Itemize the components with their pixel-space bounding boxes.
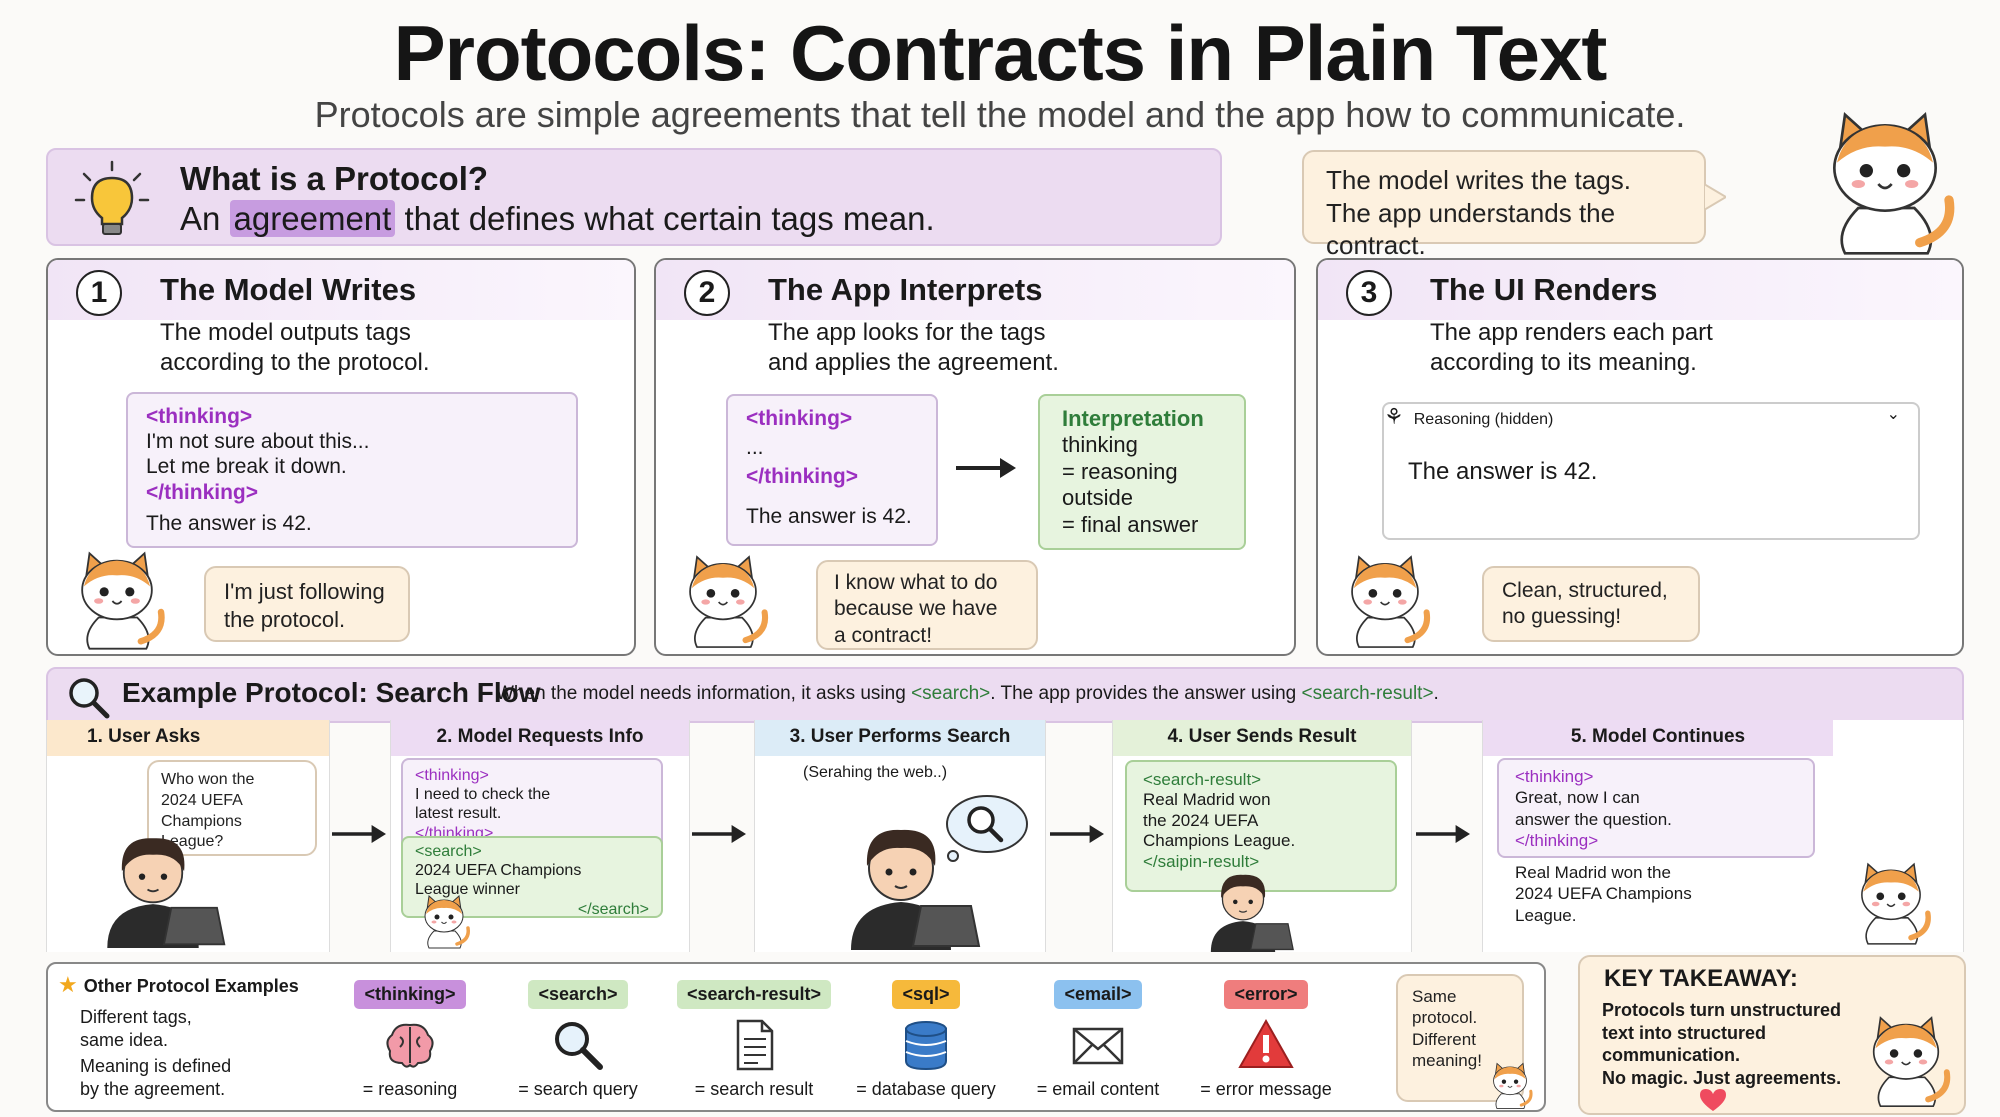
star-icon: ★	[58, 972, 78, 997]
panel-title: The UI Renders	[1430, 272, 1658, 307]
speech-bubble: Clean, structured,no guessing!	[1482, 566, 1700, 642]
what-title: What is a Protocol?	[180, 160, 489, 197]
cat-icon	[1800, 104, 1970, 264]
brain-icon	[386, 1023, 434, 1068]
page-subtitle: Protocols are simple agreements that tel…	[314, 94, 1686, 135]
cat-icon	[409, 892, 479, 952]
example-error: <error> = error message	[1182, 980, 1350, 1100]
brain-icon: ⚘	[1384, 404, 1404, 429]
cat-icon	[1482, 1060, 1538, 1112]
envelope-icon	[1072, 1027, 1124, 1065]
takeaway-title: KEY TAKEAWAY:	[1604, 965, 1798, 992]
examples-description: Different tags,same idea. Meaning is def…	[80, 1007, 232, 1099]
flow-step-model-requests: 2. Model Requests Info <thinking> I need…	[390, 720, 690, 952]
flow-step-user-sends-result: 4. User Sends Result <search-result> Rea…	[1112, 720, 1412, 952]
search-note: (Serahing the web..)	[803, 764, 948, 781]
example-sql: <sql> = database query	[842, 980, 1010, 1100]
step-number: 1	[76, 270, 122, 316]
panel-model-writes: 1 The Model Writes The model outputs tag…	[46, 258, 636, 656]
reasoning-collapsible[interactable]: ⚘Reasoning (hidden) ⌄ The answer is 42.	[1382, 402, 1920, 540]
search-result-code: <search-result> Real Madrid won the 2024…	[1125, 760, 1397, 892]
bubble-pointer-icon	[1704, 184, 1726, 210]
chevron-down-icon[interactable]: ⌄	[1886, 406, 1900, 423]
person-icon	[1143, 862, 1343, 952]
warning-icon	[1238, 1018, 1294, 1068]
examples-title: ★Other Protocol Examples	[58, 972, 299, 997]
magnifier-icon	[69, 678, 110, 719]
arrow-right-icon	[1416, 825, 1470, 843]
panel-app-interprets: 2 The App Interprets The app looks for t…	[654, 258, 1296, 656]
arrow-right-icon	[1050, 825, 1104, 843]
what-is-protocol-box: What is a Protocol? An agreement that de…	[46, 148, 1222, 246]
flow-step-model-continues: 5. Model Continues <thinking> Great, now…	[1482, 720, 1964, 952]
arrow-right-icon	[332, 825, 386, 843]
top-speech-bubble: The model writes the tags. The app under…	[1302, 150, 1706, 260]
rendered-answer: The answer is 42.	[1408, 458, 1598, 485]
step-number: 3	[1346, 270, 1392, 316]
other-protocol-examples: ★Other Protocol Examples Different tags,…	[46, 962, 1546, 1112]
cat-icon	[62, 546, 172, 656]
cat-icon	[1850, 1011, 1962, 1113]
flow-title: Example Protocol: Search Flow	[122, 677, 541, 708]
example-search: <search> = search query	[494, 980, 662, 1100]
panel-title: The Model Writes	[160, 272, 417, 307]
database-icon	[905, 1021, 947, 1071]
cat-icon	[1330, 550, 1440, 654]
flow-description: When the model needs information, it ask…	[496, 683, 1439, 704]
example-search-result: <search-result> = search result	[670, 980, 838, 1100]
panel-ui-renders: 3 The UI Renders The app renders each pa…	[1316, 258, 1964, 656]
document-icon	[736, 1019, 774, 1071]
person-icon	[53, 820, 253, 948]
magnifier-icon	[555, 1022, 603, 1070]
heart-icon	[1700, 1089, 1726, 1111]
code-example: <thinking> I'm not sure about this... Le…	[126, 392, 578, 548]
key-takeaway: KEY TAKEAWAY: Protocols turn unstructure…	[1578, 955, 1966, 1115]
step-number: 2	[684, 270, 730, 316]
reasoning-header[interactable]: ⚘Reasoning (hidden) ⌄	[1384, 404, 1900, 429]
arrow-right-icon	[956, 458, 1016, 478]
search-flow-header: Example Protocol: Search Flow When the m…	[46, 667, 1964, 723]
highlight-agreement: agreement	[229, 200, 396, 237]
cat-icon	[1843, 858, 1939, 950]
search-thought-bubble-icon	[946, 795, 1028, 862]
example-thinking: <thinking> = reasoning	[326, 980, 494, 1100]
flow-step-user-searches: 3. User Performs Search (Serahing the we…	[754, 720, 1046, 952]
code-example: <thinking> ... </thinking> The answer is…	[726, 394, 938, 546]
lightbulb-icon	[74, 160, 150, 235]
person-icon	[791, 810, 1011, 950]
cat-icon	[668, 550, 778, 654]
continue-code: <thinking> Great, now I can answer the q…	[1497, 758, 1815, 858]
panel-title: The App Interprets	[768, 272, 1043, 307]
page-title: Protocols: Contracts in Plain Text	[393, 9, 1608, 97]
arrow-right-icon	[692, 825, 746, 843]
example-email: <email> = email content	[1014, 980, 1182, 1100]
interpretation-box: Interpretation thinking = reasoning outs…	[1038, 394, 1246, 550]
what-definition: An agreement that defines what certain t…	[180, 200, 935, 237]
